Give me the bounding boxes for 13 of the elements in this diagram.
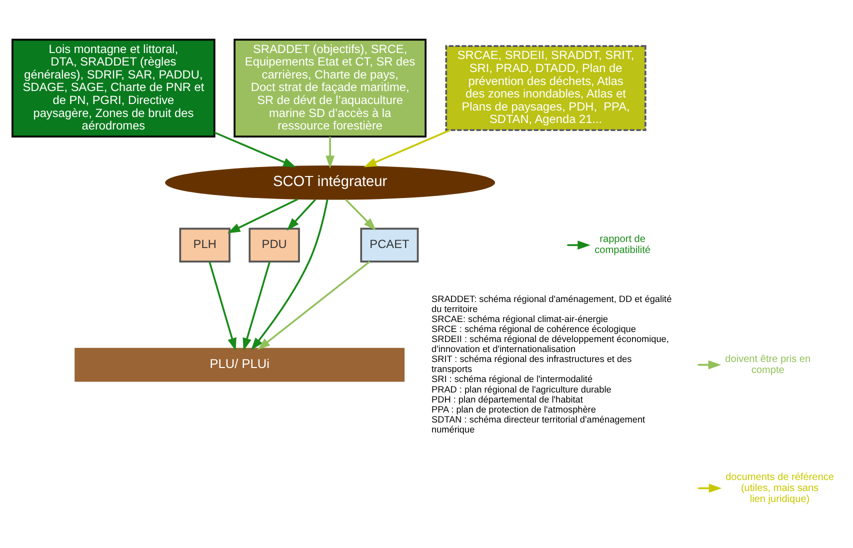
legend-label: documents de référence (utiles, mais sans lien juridique) — [726, 472, 834, 505]
label: SRCE : schéma régional de cohérence écologique — [432, 324, 636, 334]
legend-label: rapport de compatibilité — [594, 234, 650, 256]
label: SRDEII : schéma régional de développement économique, d'innovation et d'internationalisation — [432, 334, 669, 354]
label: SRIT : schéma régional des infrastructures et des transports — [432, 354, 632, 374]
label: PDH : plan départemental de l'habitat — [432, 394, 583, 404]
label: SRI : schéma régional de l'intermodalité — [432, 374, 593, 384]
label: SDTAN : schéma directeur territorial d'aménagement numérique — [432, 414, 646, 434]
label: SRCAE: schéma régional climat-air-énergie — [432, 314, 608, 324]
label: PRAD : plan régional de l'agriculture durable — [432, 384, 612, 394]
label: PPA : plan de protection de l'atmosphère — [432, 404, 596, 414]
legend-label: doivent être pris en compte — [725, 354, 811, 376]
label: SRADDET: schéma régional d'aménagement, DD et égalité du territoire — [432, 294, 672, 314]
